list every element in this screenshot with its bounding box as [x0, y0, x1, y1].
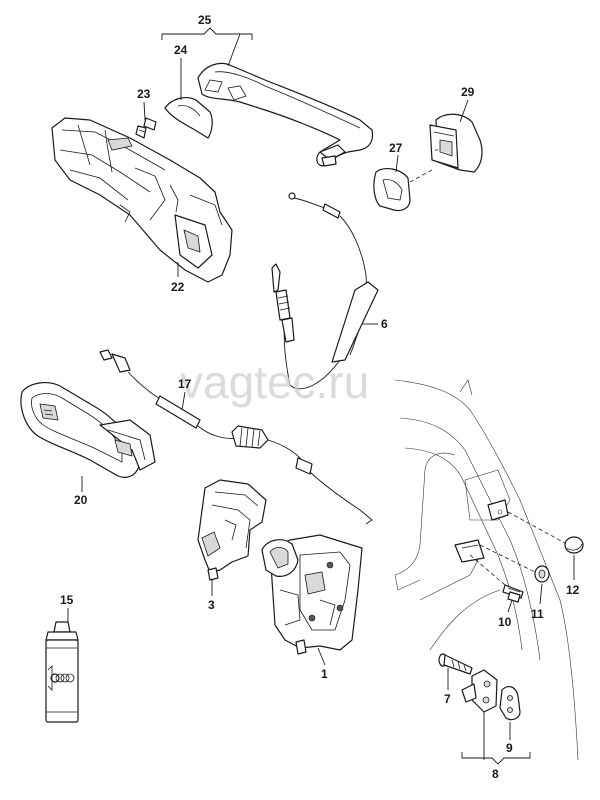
dashed-line-10 [469, 554, 506, 586]
callout-17: 17 [178, 377, 192, 391]
callout-8: 8 [492, 767, 499, 781]
callout-27: 27 [389, 141, 403, 155]
callout-20: 20 [74, 493, 88, 507]
callout-22: 22 [171, 280, 185, 294]
lock-cylinder-seal [373, 168, 411, 212]
callout-29: 29 [461, 85, 475, 99]
bowden-cable-17 [99, 349, 373, 525]
interior-door-handle [20, 382, 156, 478]
screw-23 [135, 117, 157, 139]
bolt-10 [502, 584, 524, 603]
callout-6: 6 [381, 317, 388, 331]
handle-trim-cover [164, 97, 213, 139]
striker-plate [461, 669, 498, 713]
callout-7: 7 [444, 692, 451, 706]
callout-12: 12 [566, 583, 580, 597]
grease-spray-can [45, 621, 79, 723]
four-rings-emblem-icon [50, 673, 60, 683]
cap-12 [564, 536, 584, 554]
door-frame-outline [394, 379, 579, 761]
lock-cover-3 [197, 479, 267, 581]
dashed-line-27-29 [409, 169, 433, 183]
callout-24: 24 [174, 43, 188, 57]
shim-plate-9 [499, 686, 521, 721]
dashed-line-12 [507, 511, 566, 544]
leader-lines [67, 27, 575, 765]
bushing-11 [534, 565, 550, 583]
release-cable-6 [271, 192, 379, 390]
callout-25: 25 [198, 13, 212, 27]
screw-7 [438, 653, 473, 675]
callout-9: 9 [506, 741, 513, 755]
handle-carrier-bracket [51, 117, 233, 283]
callout-11: 11 [531, 607, 544, 621]
callout-15: 15 [60, 593, 74, 607]
dashed-line-11 [479, 544, 536, 573]
callout-labels: 25 24 23 29 27 22 6 17 20 3 1 15 7 9 8 1… [60, 13, 580, 781]
callout-10: 10 [498, 615, 512, 629]
callout-1: 1 [321, 667, 328, 681]
callout-3: 3 [208, 598, 215, 612]
watermark-text: vagtec.ru [180, 356, 369, 408]
exterior-door-handle [197, 62, 374, 167]
lock-cylinder-cap [429, 113, 483, 173]
callout-23: 23 [137, 87, 151, 101]
door-lock-1 [261, 534, 363, 655]
